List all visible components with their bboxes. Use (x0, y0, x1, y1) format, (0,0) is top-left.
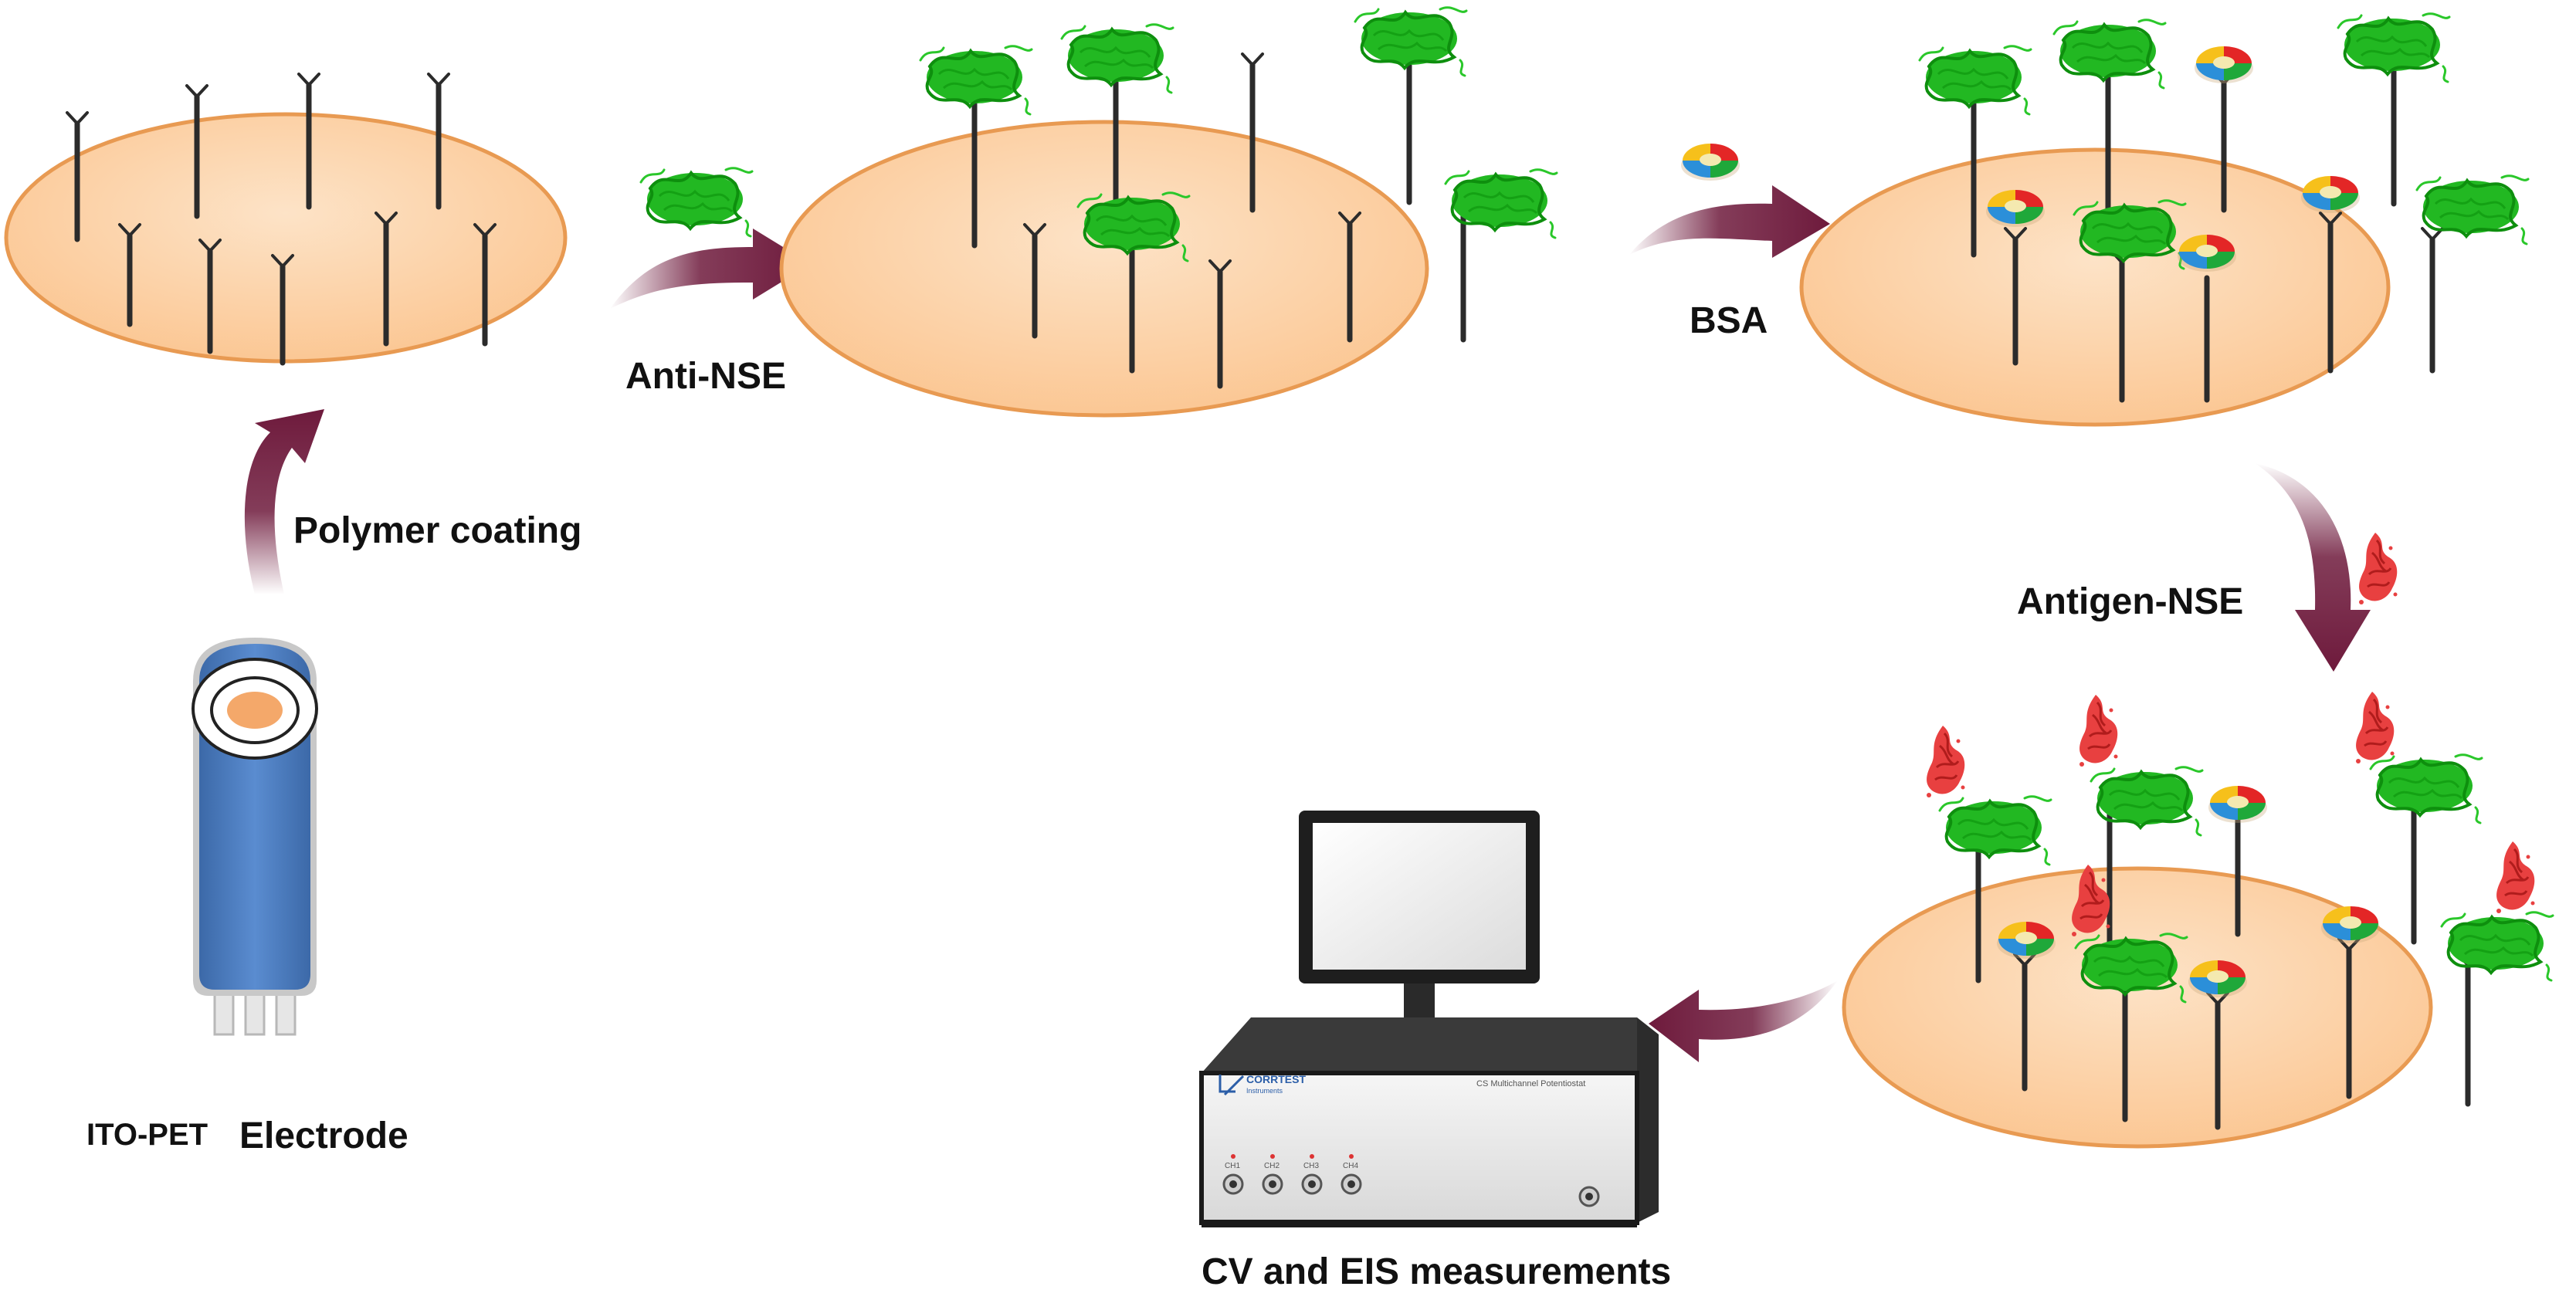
disk-step-4 (1842, 690, 2554, 1149)
antigen-icon (2357, 531, 2398, 606)
electrode-label: Electrode (239, 1115, 408, 1156)
port-label: CH2 (1264, 1162, 1280, 1170)
instrument-model: CS Multichannel Potentiostat (1476, 1079, 1586, 1088)
polymer-coating-label: Polymer coating (293, 510, 582, 551)
instrument-brand: CORRTEST (1246, 1073, 1306, 1085)
port-label: CH4 (1343, 1162, 1359, 1170)
antigen-nse-label: Antigen-NSE (2017, 581, 2244, 622)
port-label: CH3 (1303, 1162, 1320, 1170)
curved-arrow-icon (1629, 185, 1830, 258)
port-label: CH1 (1225, 1162, 1241, 1170)
disk-step-3 (1799, 12, 2530, 427)
ito-electrode-icon (192, 638, 318, 1036)
instrument-brand-sub: Instruments (1246, 1087, 1283, 1095)
bsa-molecule-icon (1681, 144, 1740, 181)
nse-protein-icon (639, 166, 754, 238)
cv-eis-label: CV and EIS measurements (1202, 1251, 1672, 1292)
curved-arrow-icon (244, 409, 324, 594)
ito-pet-label: ITO-PET (86, 1118, 208, 1152)
anti-nse-label: Anti-NSE (625, 356, 786, 397)
antibody-icon (74, 82, 488, 366)
bsa-label: BSA (1690, 300, 1768, 341)
disk-step-2 (779, 5, 1558, 418)
disk-step-1 (4, 73, 568, 366)
computer-icon (1199, 811, 1659, 1227)
curved-arrow-icon (2255, 463, 2371, 672)
curved-arrow-icon (1649, 980, 1838, 1062)
curved-arrow-icon (610, 229, 811, 309)
